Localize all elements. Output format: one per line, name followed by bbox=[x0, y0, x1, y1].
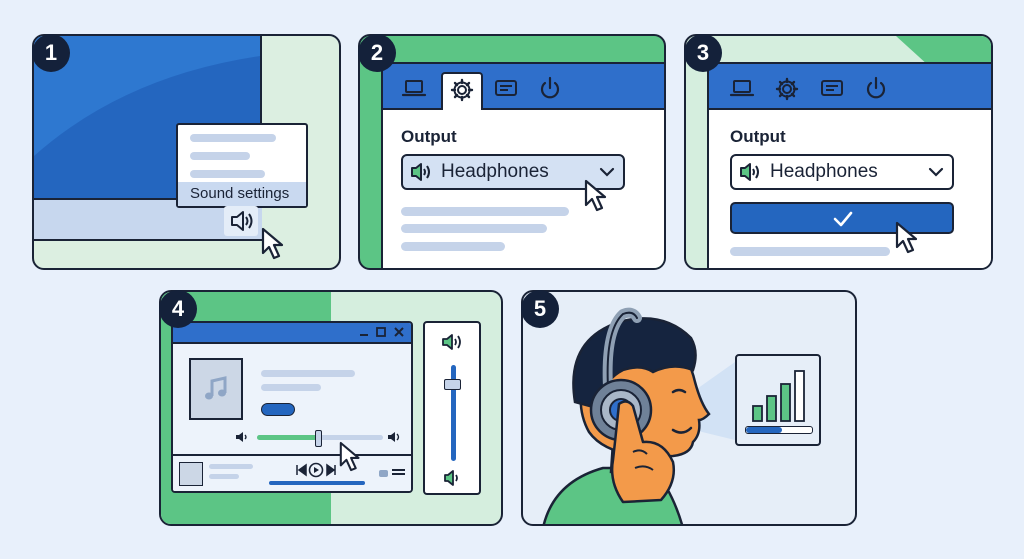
menu-lines[interactable] bbox=[392, 469, 405, 475]
output-dropdown[interactable]: Headphones bbox=[401, 154, 625, 190]
step-badge: 2 bbox=[358, 34, 396, 72]
output-heading: Output bbox=[401, 127, 457, 146]
laptop-icon[interactable] bbox=[729, 75, 755, 101]
power-icon[interactable] bbox=[863, 75, 889, 101]
placeholder-line bbox=[401, 207, 569, 216]
media-player-window bbox=[171, 321, 413, 493]
signal-bars-icon bbox=[752, 370, 805, 422]
step-badge: 4 bbox=[159, 290, 197, 328]
confirm-button[interactable] bbox=[730, 202, 954, 234]
track-title-line bbox=[261, 370, 355, 377]
footer-line bbox=[209, 464, 253, 469]
cursor-icon bbox=[895, 221, 918, 254]
volume-slider-track[interactable] bbox=[451, 365, 456, 461]
menu-line bbox=[190, 170, 265, 178]
thumbnail bbox=[179, 462, 203, 486]
output-heading: Output bbox=[730, 127, 786, 146]
play-pill-button[interactable] bbox=[261, 403, 295, 416]
cursor-icon bbox=[261, 227, 284, 260]
album-art bbox=[189, 358, 243, 420]
progress-handle[interactable] bbox=[314, 430, 322, 447]
step-badge: 5 bbox=[521, 290, 559, 328]
display-icon[interactable] bbox=[493, 75, 519, 101]
window-controls-icon[interactable] bbox=[357, 325, 407, 339]
placeholder-line bbox=[401, 242, 505, 251]
gear-icon[interactable] bbox=[449, 77, 475, 103]
placeholder-line bbox=[401, 224, 547, 233]
volume-low-icon bbox=[444, 470, 458, 486]
step-4-panel bbox=[159, 290, 503, 526]
player-footer bbox=[173, 454, 411, 491]
step-2-panel: Output Headphones bbox=[358, 34, 666, 270]
player-title-bar bbox=[173, 323, 411, 344]
context-menu: Sound settings bbox=[176, 123, 308, 208]
placeholder-line bbox=[730, 247, 890, 256]
laptop-icon[interactable] bbox=[401, 75, 427, 101]
settings-tab-bar bbox=[709, 64, 991, 110]
volume-slider-handle[interactable] bbox=[444, 379, 461, 390]
settings-window: Output Headphones bbox=[381, 62, 664, 268]
cursor-icon bbox=[339, 441, 360, 472]
person-with-headphones-illustration bbox=[542, 307, 735, 524]
settings-window: Output Headphones bbox=[707, 62, 991, 268]
output-device-label: Headphones bbox=[441, 161, 549, 182]
progress-fill bbox=[257, 435, 318, 440]
desktop-area bbox=[34, 36, 260, 198]
sound-settings-label: Sound settings bbox=[190, 185, 290, 202]
chevron-down-icon bbox=[928, 167, 944, 177]
signal-indicator-box bbox=[735, 354, 821, 446]
taskbar-speaker-button[interactable] bbox=[224, 206, 258, 236]
output-dropdown[interactable]: Headphones bbox=[730, 154, 954, 190]
step-badge: 3 bbox=[684, 34, 722, 72]
volume-panel bbox=[423, 321, 481, 495]
check-icon bbox=[833, 211, 853, 227]
settings-tab-bar bbox=[383, 64, 664, 110]
display-icon[interactable] bbox=[819, 75, 845, 101]
gear-icon[interactable] bbox=[774, 76, 800, 102]
track-artist-line bbox=[261, 384, 321, 391]
speaker-icon bbox=[411, 163, 430, 181]
level-bar-fill bbox=[746, 427, 783, 433]
output-device-label: Headphones bbox=[770, 161, 878, 182]
chevron-down-icon bbox=[599, 167, 615, 177]
footer-line bbox=[209, 474, 239, 479]
speaker-icon bbox=[231, 211, 253, 231]
speaker-icon bbox=[740, 163, 759, 181]
step-badge: 1 bbox=[32, 34, 70, 72]
menu-line bbox=[190, 134, 276, 142]
power-icon[interactable] bbox=[537, 75, 563, 101]
volume-high-icon bbox=[442, 334, 461, 350]
volume-low-icon bbox=[236, 432, 247, 442]
playback-controls-icon[interactable] bbox=[291, 462, 341, 478]
step-3-panel: Output Headphones bbox=[684, 34, 993, 270]
level-bar-track bbox=[745, 426, 813, 434]
seek-bar[interactable] bbox=[269, 481, 365, 485]
cursor-icon bbox=[584, 179, 607, 212]
progress-track[interactable] bbox=[257, 430, 383, 447]
music-note-icon bbox=[205, 376, 227, 400]
step-5-panel bbox=[521, 290, 857, 526]
status-dot bbox=[379, 470, 388, 477]
menu-line bbox=[190, 152, 250, 160]
tab-settings-active[interactable] bbox=[441, 72, 483, 110]
step-1-panel: Sound settings bbox=[32, 34, 341, 270]
volume-high-icon bbox=[388, 432, 400, 442]
sound-settings-menu-item[interactable]: Sound settings bbox=[178, 182, 306, 206]
